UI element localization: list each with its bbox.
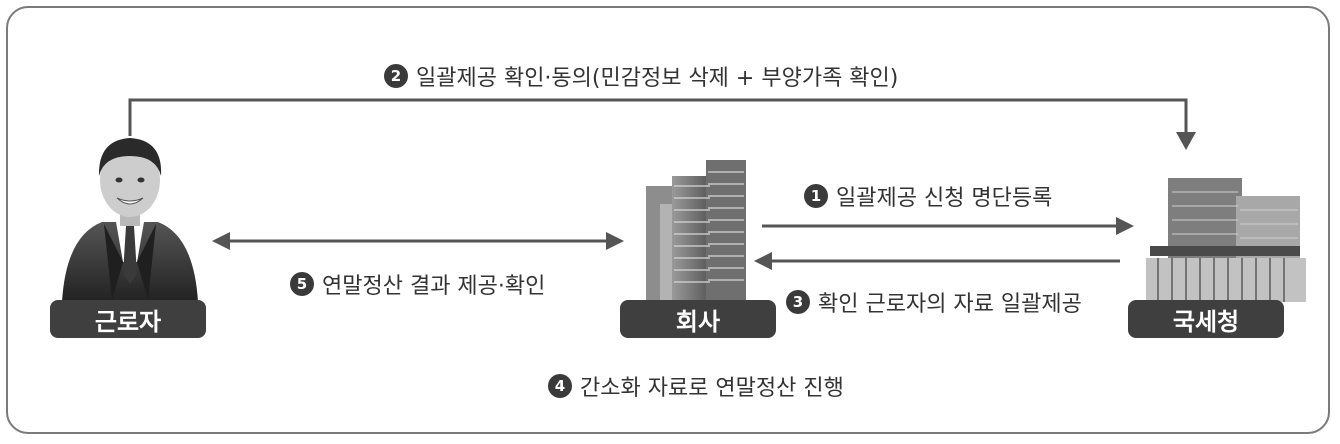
arrow-step-2: [128, 98, 1196, 150]
step-1-label: 1 일괄제공 신청 명단등록: [804, 180, 1052, 212]
step-2-text: 일괄제공 확인·동의(민감정보 삭제 + 부양가족 확인): [416, 66, 899, 91]
worker-tag: 근로자: [50, 300, 206, 338]
step-3-number: 3: [786, 290, 810, 314]
nts-tag: 국세청: [1128, 300, 1284, 338]
step-5-label: 5 연말정산 결과 제공·확인: [290, 268, 545, 300]
company-tag: 회사: [620, 300, 776, 338]
step-5-number: 5: [290, 272, 314, 296]
step-5-text: 연말정산 결과 제공·확인: [322, 274, 546, 299]
step-2-number: 2: [384, 64, 408, 88]
step-4-label: 4 간소화 자료로 연말정산 진행: [548, 370, 844, 402]
step-1-number: 1: [804, 184, 828, 208]
arrow-step-5: [212, 232, 624, 250]
diagram-frame: [6, 6, 1330, 434]
arrow-step-1: [762, 217, 1134, 235]
step-1-text: 일괄제공 신청 명단등록: [836, 186, 1053, 211]
step-3-text: 확인 근로자의 자료 일괄제공: [818, 292, 1082, 317]
step-3-label: 3 확인 근로자의 자료 일괄제공: [786, 286, 1082, 318]
nts-building-illustration: [1146, 178, 1306, 302]
step-4-text: 간소화 자료로 연말정산 진행: [580, 376, 844, 401]
arrow-step-3: [754, 252, 1120, 270]
step-4-number: 4: [548, 374, 572, 398]
company-buildings-illustration: [646, 160, 746, 302]
step-2-label: 2 일괄제공 확인·동의(민감정보 삭제 + 부양가족 확인): [384, 60, 898, 92]
worker-illustration: [62, 138, 198, 302]
